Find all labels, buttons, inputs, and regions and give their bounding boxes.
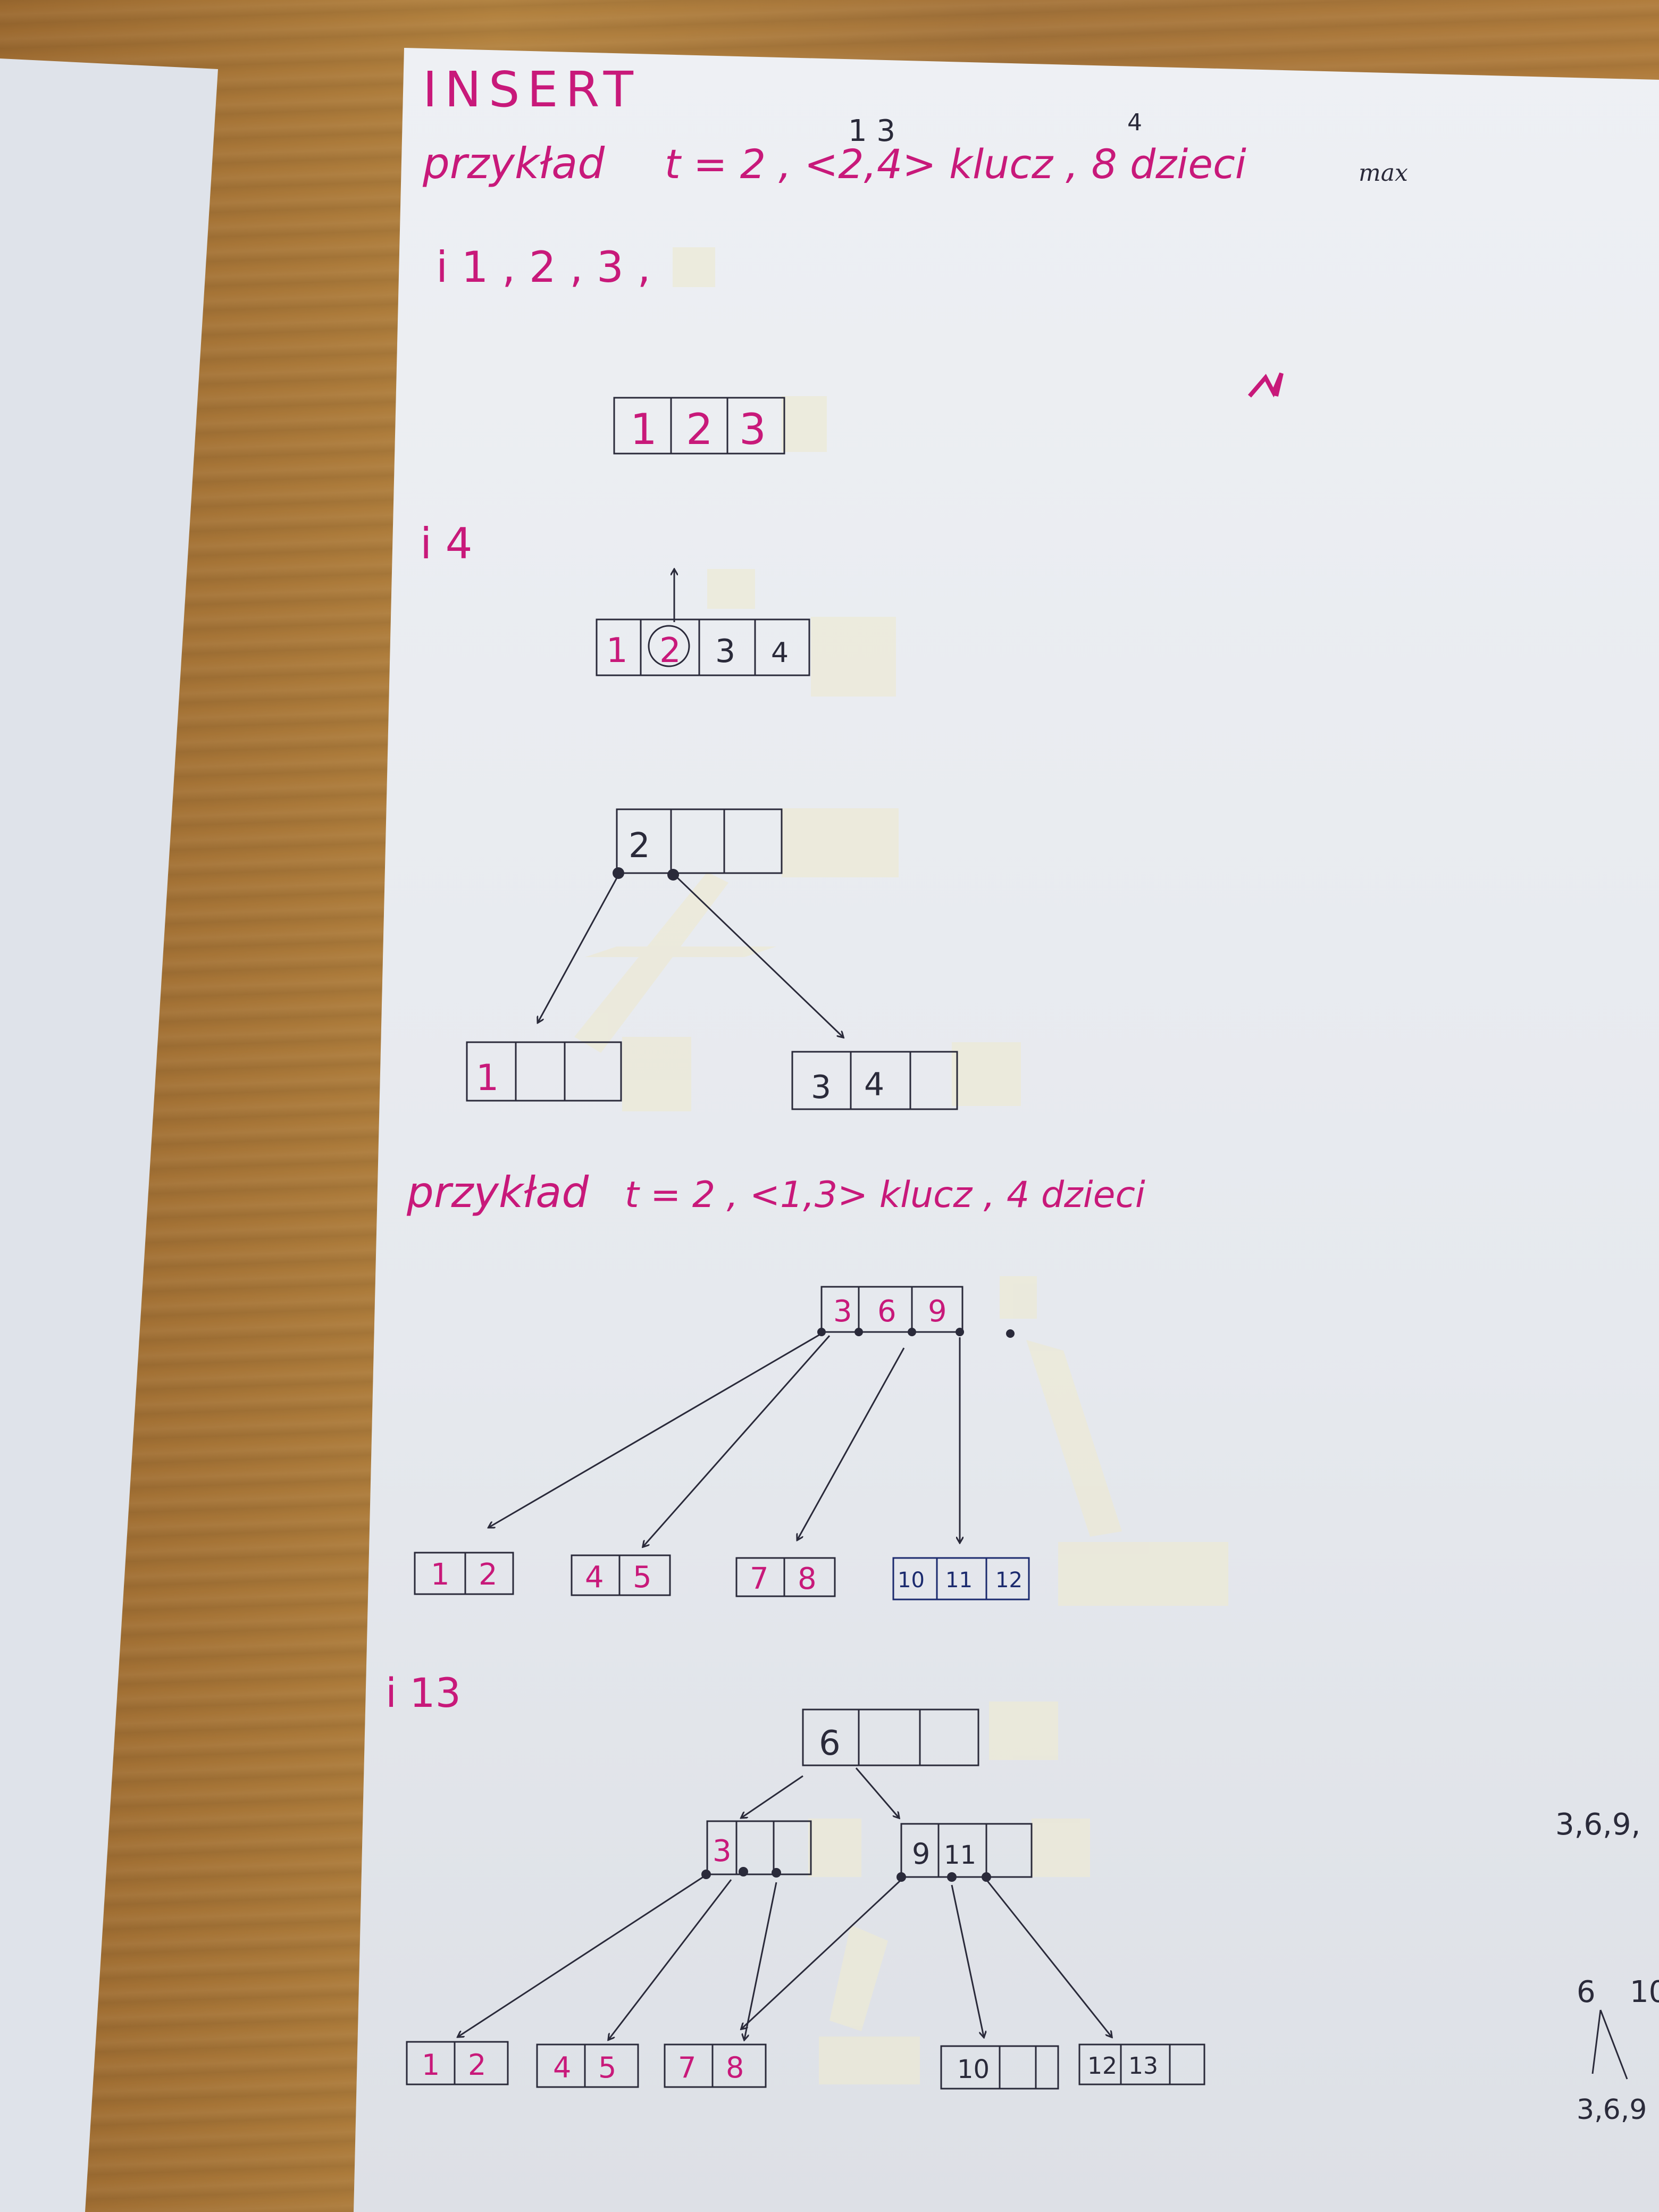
line1-max: max <box>1359 160 1408 187</box>
step1-key: 2 <box>686 405 713 454</box>
example2-leaf-key: 4 <box>585 1560 604 1595</box>
step3-leaf-key: 13 <box>1128 2052 1158 2080</box>
line1-formula: t = 2 , <2,4> klucz , 8 dzieci <box>665 140 1246 188</box>
step2-key: 2 <box>659 631 681 671</box>
step3-root-key: 6 <box>819 1724 841 1763</box>
margin-note: 3,6,9, <box>1555 1807 1640 1842</box>
pointer-dots <box>817 1328 1015 1338</box>
example2-root-key: 6 <box>877 1294 896 1329</box>
example2-leaf-key: 1 <box>431 1557 450 1592</box>
example2-leaf-key: 10 <box>898 1568 925 1593</box>
step3-leaf-key: 1 <box>422 2048 440 2082</box>
step3-leaf-key: 7 <box>678 2051 696 2084</box>
line1-above-children: 4 <box>1127 109 1142 136</box>
step3-leaf-key: 12 <box>1087 2052 1117 2080</box>
example2-leaf-key: 11 <box>945 1568 973 1593</box>
step2-key: 3 <box>715 633 735 670</box>
example2-leaf-key: 2 <box>479 1557 498 1592</box>
step2-key: 4 <box>771 637 789 669</box>
step2-node <box>596 570 810 676</box>
example2-leaf-key: 5 <box>633 1560 652 1595</box>
example2-tree <box>414 1286 1030 1601</box>
step2-left-key: 1 <box>476 1057 499 1099</box>
step2-key: 1 <box>606 631 628 671</box>
step3-leaf-key: 5 <box>598 2051 616 2084</box>
step1-node <box>613 397 785 455</box>
step2-root-key: 2 <box>629 826 650 866</box>
line1-prefix: przykład <box>422 139 605 188</box>
pointer-dots <box>613 867 679 881</box>
step3-label: i 13 <box>386 1669 461 1716</box>
step3-left-key: 3 <box>713 1834 732 1869</box>
pointer-dots <box>701 1867 991 1882</box>
step1-key: 1 <box>630 405 657 454</box>
step2-tree <box>466 808 958 1110</box>
step3-leaf-key: 10 <box>957 2055 990 2084</box>
step2-right-key: 3 <box>811 1069 831 1106</box>
step3-right-key: 11 <box>944 1840 976 1870</box>
step3-right-key: 9 <box>912 1837 930 1871</box>
step3-tree <box>406 1708 1205 2090</box>
step1-key: 3 <box>739 405 766 454</box>
step3-leaf-key: 8 <box>726 2051 744 2084</box>
title: INSERT <box>423 61 641 118</box>
step3-leaf-key: 4 <box>553 2051 571 2084</box>
line2-formula: t = 2 , <1,3> klucz , 4 dzieci <box>625 1174 1145 1216</box>
tape-strips <box>574 247 1228 2084</box>
step2-label: i 4 <box>420 519 473 568</box>
pink-scribble <box>1247 372 1284 398</box>
step2-right-key: 4 <box>864 1066 884 1103</box>
margin-note: 6 <box>1577 1975 1596 2009</box>
example2-leaf-key: 12 <box>995 1568 1023 1593</box>
line2-prefix: przykład <box>406 1168 589 1217</box>
margin-note: 3,6,9 <box>1577 2094 1647 2126</box>
step1-label: i 1 , 2 , 3 , <box>436 242 651 292</box>
margin-note: 10 <box>1630 1975 1659 2009</box>
example2-leaf-key: 7 <box>750 1562 769 1596</box>
line1-above-keys: 1 3 <box>848 114 895 148</box>
example2-root-key: 3 <box>833 1294 852 1329</box>
example2-leaf-key: 8 <box>798 1562 817 1596</box>
margin-note-lines <box>1591 2009 1628 2080</box>
example2-root-key: 9 <box>928 1294 947 1329</box>
step3-leaf-key: 2 <box>468 2048 486 2082</box>
